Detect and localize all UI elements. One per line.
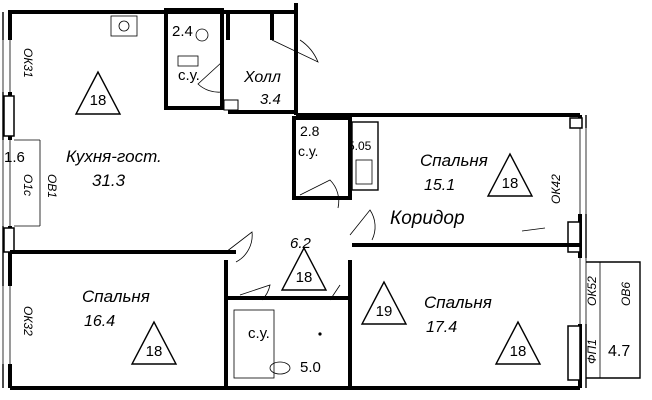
room-wc-top-name: с.у. xyxy=(178,67,200,84)
opening-ob6: ОВ6 xyxy=(619,282,633,306)
room-wc-top-area: 2.4 xyxy=(172,23,193,40)
opening-ok31: ОК31 xyxy=(21,48,35,78)
room-hall-name: Холл xyxy=(243,69,281,86)
room-loggia-area: 1.6 xyxy=(4,149,25,166)
room-bedroom-left-name: Спальня xyxy=(82,287,150,306)
room-wc-mid: 2.8 с.у. xyxy=(298,123,320,159)
marker-kitchen-value: 18 xyxy=(90,92,107,109)
room-bedroom-right-area: 15.1 xyxy=(424,177,455,194)
fixtures xyxy=(110,15,373,379)
room-bedroom-mid: Спальня 17.4 xyxy=(424,293,492,336)
marker-bedroom-mid-b: 18 xyxy=(494,320,542,365)
room-bath-area: 5.0 xyxy=(300,359,321,376)
room-bedroom-right: Спальня 15.1 xyxy=(420,151,488,194)
loggia-outline xyxy=(14,139,41,227)
marker-bedroom-right-value: 18 xyxy=(502,175,519,192)
room-balcony-area: 4.7 xyxy=(608,343,630,360)
marker-bedroom-right: 18 xyxy=(486,152,534,197)
door-swings xyxy=(197,39,546,301)
balcony-outline xyxy=(586,261,641,379)
room-wc-mid-area: 2.8 xyxy=(300,123,320,139)
room-kitchen-name: Кухня-гост. xyxy=(66,147,162,166)
marker-bedroom-mid-b-value: 18 xyxy=(510,343,527,360)
room-bedroom-right-name: Спальня xyxy=(420,151,488,170)
room-closet-area: 5.05 xyxy=(348,139,372,153)
room-bath-name: с.у. xyxy=(248,325,270,342)
room-hall-area: 3.4 xyxy=(260,91,281,108)
opening-o1c: О1с xyxy=(21,174,35,196)
opening-ob1: ОВ1 xyxy=(45,174,59,198)
room-corridor-area: 6.2 xyxy=(290,235,312,252)
opening-ok32: ОК32 xyxy=(21,306,35,336)
marker-corridor: 18 xyxy=(280,246,328,291)
interior-walls xyxy=(10,8,580,390)
room-hall: Холл 3.4 xyxy=(243,69,281,108)
marker-bedroom-left: 18 xyxy=(130,320,178,365)
opening-ok52: ОК52 xyxy=(585,276,599,306)
room-corridor: Коридор 6.2 xyxy=(290,208,465,252)
room-bedroom-left: Спальня 16.4 xyxy=(82,287,150,330)
marker-bedroom-left-value: 18 xyxy=(146,343,163,360)
room-closet: 5.05 xyxy=(348,139,372,153)
room-bedroom-mid-name: Спальня xyxy=(424,293,492,312)
room-loggia: 1.6 xyxy=(4,149,25,166)
room-balcony: 4.7 xyxy=(608,343,630,360)
marker-kitchen: 18 xyxy=(74,70,122,115)
room-kitchen: Кухня-гост. 31.3 xyxy=(66,147,162,190)
marker-corridor-value: 18 xyxy=(296,269,313,286)
opening-labels: ОК31 О1с ОВ1 ОК32 ОК42 ОК52 ОВ6 ФП1 xyxy=(21,48,633,364)
room-corridor-name: Коридор xyxy=(390,208,465,229)
room-wc-top: 2.4 с.у. xyxy=(172,23,200,84)
opening-ok42: ОК42 xyxy=(549,174,563,204)
marker-bedroom-mid-a-value: 19 xyxy=(376,303,393,320)
room-kitchen-area: 31.3 xyxy=(92,171,126,190)
marker-bedroom-mid-a: 19 xyxy=(360,280,408,325)
room-bedroom-mid-area: 17.4 xyxy=(426,319,457,336)
room-bath: с.у. 5.0 xyxy=(248,325,321,376)
opening-fp1: ФП1 xyxy=(585,339,599,364)
room-bedroom-left-area: 16.4 xyxy=(84,313,115,330)
room-wc-mid-name: с.у. xyxy=(298,143,318,159)
